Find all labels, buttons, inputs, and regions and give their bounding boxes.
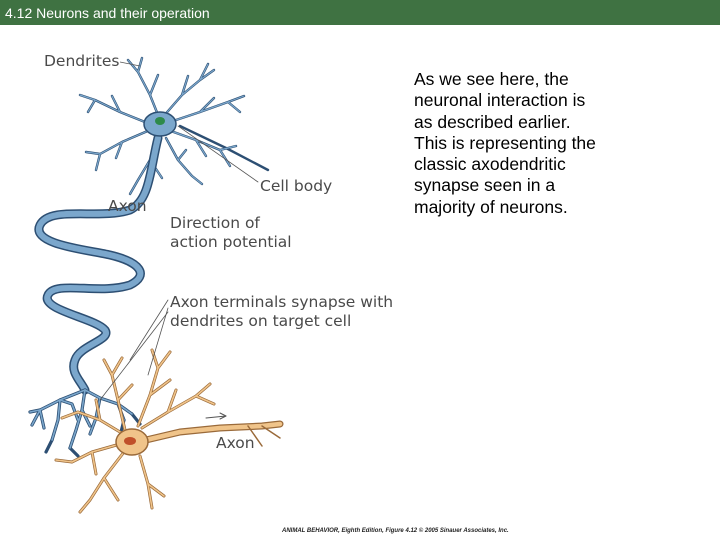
label-dendrites: Dendrites [44,52,120,70]
synapse-pointer-3 [99,311,169,401]
label-direction-line1: Direction of [170,214,260,232]
synapse-pointer-1 [129,299,169,361]
lower-axon [143,421,283,443]
label-cell-body: Cell body [260,177,332,195]
cell-body-pointer [177,125,259,183]
slide-body-text: As we see here, the neuronal interaction… [414,69,654,218]
body-line: as described earlier. [414,111,571,132]
body-line: majority of neurons. [414,196,568,217]
synapse-pointer-2 [147,307,169,376]
neuron-diagram: Dendrites Cell body Axon Direction of ac… [28,52,509,534]
label-axon-upper: Axon [108,197,147,215]
label-direction-line2: action potential [170,233,292,251]
slide-title: 4.12 Neurons and their operation [5,5,210,21]
upper-axon [35,135,161,393]
body-line: neuronal interaction is [414,90,586,111]
body-line: synapse seen in a [414,175,556,196]
body-line: classic axodendritic [414,154,566,175]
body-line: This is representing the [414,132,596,153]
label-terminals-line1: Axon terminals synapse with [170,293,393,311]
label-axon-lower: Axon [216,434,255,452]
label-terminals-line2: dendrites on target cell [170,312,351,330]
body-line: As we see here, the [414,69,569,89]
figure-credit: ANIMAL BEHAVIOR, Eighth Edition, Figure … [281,527,509,534]
slide-title-bar: 4.12 Neurons and their operation [0,0,720,25]
direction-arrow [205,415,227,419]
upper-nucleus [155,117,165,125]
lower-nucleus [124,437,136,445]
